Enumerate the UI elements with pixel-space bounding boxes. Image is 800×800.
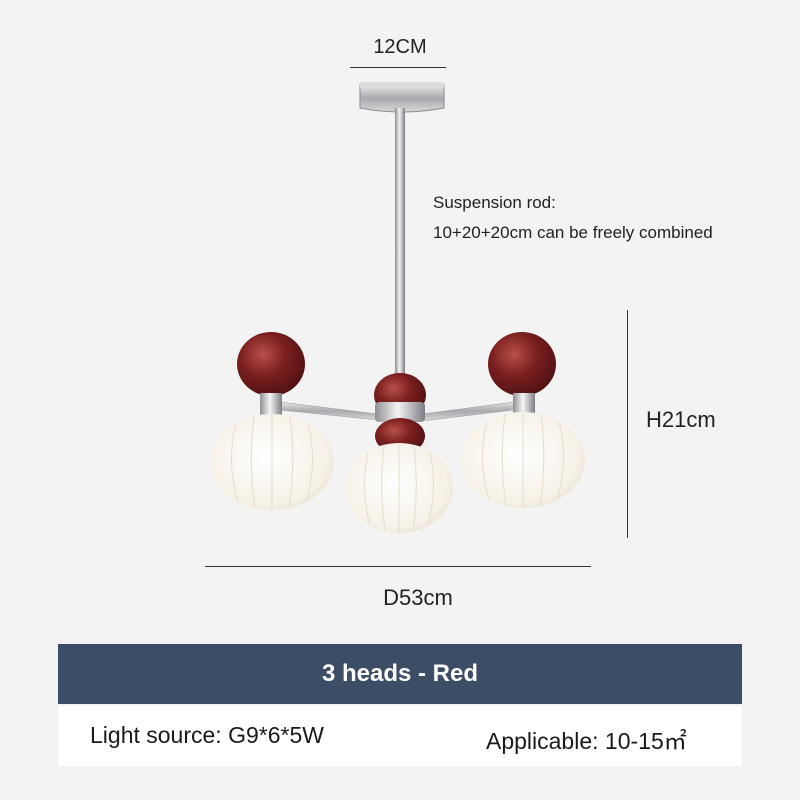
applicable-area-spec: Applicable: 10-15㎡: [486, 728, 687, 754]
center-glass-ribs: [363, 444, 435, 533]
center-chrome-ring: [375, 402, 425, 422]
light-source-spec: Light source: G9*6*5W: [90, 722, 324, 748]
canopy-width-line: [350, 67, 446, 68]
height-label: H21cm: [646, 407, 716, 432]
right-red-cap: [488, 332, 556, 396]
left-glass-ribs: [230, 414, 314, 510]
spec-row: [58, 706, 742, 766]
variant-title: 3 heads - Red: [321, 660, 479, 687]
diameter-dimension-line: [205, 566, 591, 567]
canopy-width-label: 12CM: [373, 36, 427, 58]
right-socket: [513, 393, 535, 415]
suspension-rod-detail: 10+20+20cm can be freely combined: [433, 223, 713, 242]
diameter-label: D53cm: [383, 585, 453, 610]
height-dimension-line: [627, 310, 628, 538]
suspension-rod: [395, 108, 405, 376]
left-red-cap: [237, 332, 305, 396]
left-socket: [260, 393, 282, 415]
right-glass-ribs: [481, 412, 565, 508]
left-arm: [279, 401, 379, 421]
canopy-top: [360, 82, 444, 88]
suspension-rod-title: Suspension rod:: [433, 193, 556, 212]
variant-banner: 3 heads - Red: [58, 644, 742, 704]
ceiling-canopy: [359, 84, 445, 113]
